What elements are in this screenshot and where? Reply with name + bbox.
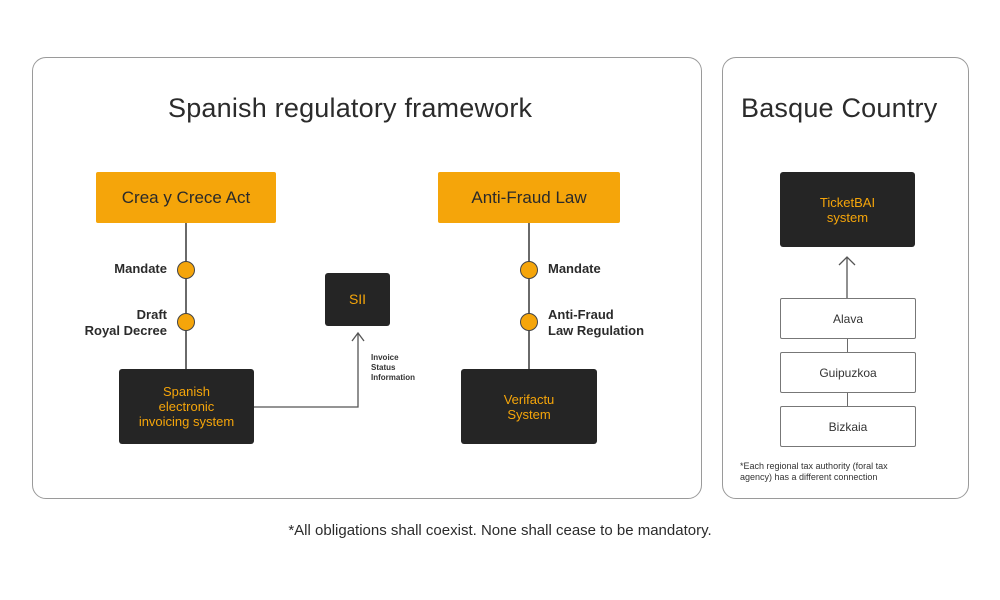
draft-royal-decree-label: Draft Royal Decree bbox=[84, 307, 167, 338]
invoice-status-information-label: Invoice Status Information bbox=[371, 353, 415, 382]
antifraud-mandate-node bbox=[520, 261, 538, 279]
crea-connector-line bbox=[185, 223, 187, 370]
crea-mandate-label: Mandate bbox=[114, 261, 167, 276]
region-connector-1 bbox=[847, 337, 849, 352]
basque-country-title: Basque Country bbox=[741, 93, 938, 123]
region-box-bizkaia: Bizkaia bbox=[780, 406, 916, 447]
draft-royal-decree-node bbox=[177, 313, 195, 331]
coexistence-footnote: *All obligations shall coexist. None sha… bbox=[288, 522, 712, 539]
region-box-guipuzkoa: Guipuzkoa bbox=[780, 352, 916, 393]
region-box-alava: Alava bbox=[780, 298, 916, 339]
ticketbai-arrowhead-icon bbox=[838, 256, 856, 266]
ticketbai-system-box: TicketBAI system bbox=[780, 172, 915, 247]
region-connector-2 bbox=[847, 391, 849, 406]
antifraud-mandate-label: Mandate bbox=[548, 261, 601, 276]
crea-mandate-node bbox=[177, 261, 195, 279]
antifraud-regulation-label: Anti-Fraud Law Regulation bbox=[548, 307, 645, 338]
spanish-to-sii-arrow bbox=[254, 333, 359, 408]
antifraud-regulation-node bbox=[520, 313, 538, 331]
sii-box: SII bbox=[325, 273, 390, 326]
antifraud-connector-line bbox=[528, 223, 530, 370]
spanish-framework-title: Spanish regulatory framework bbox=[168, 93, 533, 123]
foral-tax-agency-note: *Each regional tax authority (foral tax … bbox=[740, 461, 888, 482]
verifactu-system-box: Verifactu System bbox=[461, 369, 597, 444]
crea-y-crece-act-box: Crea y Crece Act bbox=[96, 172, 276, 223]
spanish-einvoicing-system-box: Spanish electronic invoicing system bbox=[119, 369, 254, 444]
anti-fraud-law-box: Anti-Fraud Law bbox=[438, 172, 620, 223]
sii-arrowhead-icon bbox=[351, 331, 365, 342]
